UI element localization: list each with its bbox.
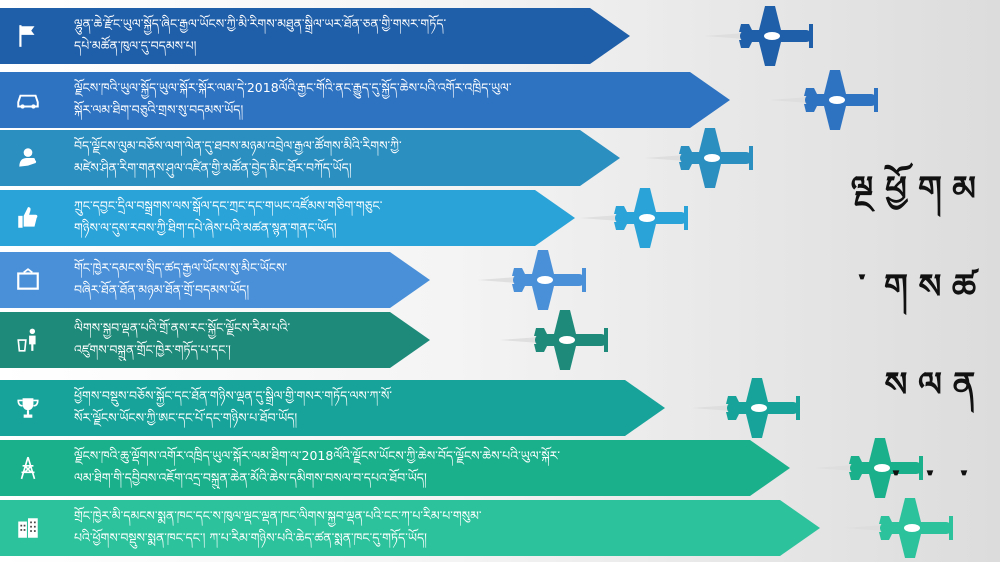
title-line-4: ལྔ་ bbox=[851, 150, 891, 346]
achievement-text: ཀྲུང་དབྱང་དྲིལ་བསྒྲགས་ལས་སྒོལ་དང་ཀྲང་དང་… bbox=[74, 195, 535, 239]
flag-icon bbox=[14, 22, 42, 50]
banner-arrow-shape bbox=[0, 8, 630, 64]
banner-arrow-shape bbox=[0, 440, 790, 496]
achievement-text: ལྗོངས་ཁའི་ཡུལ་སྐྱོད་ཡུལ་སྐོར་སྐོར་ལམ་དེ་… bbox=[74, 77, 690, 121]
achievement-row: གོང་ཁྱེར་དམངས་སྲིད་ཚད་རྒྱལ་ཡོངས་སུ་མིང་ཡ… bbox=[0, 250, 1000, 310]
building-icon bbox=[14, 514, 42, 542]
achievement-banner: ཕྱོགས་བསྡུས་བཅོས་སྐྱོང་དང་ཐོན་གཉིས་ལྡན་ད… bbox=[0, 380, 665, 436]
airplane-icon bbox=[478, 250, 588, 310]
achievement-text: གྲོང་ཁྱེར་མི་དམངས་སྨན་ཁང་དང་ས་ཁུལ་ལྡང་ལྡ… bbox=[74, 505, 780, 549]
thumbs-up-icon bbox=[14, 204, 42, 232]
airplane-icon bbox=[705, 6, 815, 66]
achievement-row: ལྗོངས་ཁའི་ཆུ་ལྡོགས་འགོར་འཁྲིད་ཡུལ་སྐོར་ལ… bbox=[0, 438, 1000, 498]
banner-arrow-shape bbox=[0, 252, 430, 308]
achievement-row: ལྗོངས་ཁའི་ཡུལ་སྐྱོད་ཡུལ་སྐོར་སྐོར་ལམ་དེ་… bbox=[0, 70, 1000, 130]
frame-icon bbox=[14, 266, 42, 294]
achievement-text-line: ལྷུན་ཆེ་རྫོང་ཡུལ་སྐྱོད་ཞིང་རྒྱལ་ཡོངས་ཀྱི… bbox=[74, 16, 447, 31]
tower-icon bbox=[14, 454, 42, 482]
banner-arrow-shape bbox=[0, 380, 665, 436]
achievement-row: ལྷུན་ཆེ་རྫོང་ཡུལ་སྐྱོད་ཞིང་རྒྱལ་ཡོངས་ཀྱི… bbox=[0, 6, 1000, 66]
title-line-1: མཚན་ bbox=[953, 150, 993, 542]
achievement-text: ལྷུན་ཆེ་རྫོང་ཡུལ་སྐྱོད་ཞིང་རྒྱལ་ཡོངས་ཀྱི… bbox=[74, 13, 590, 57]
airplane-icon bbox=[770, 70, 880, 130]
achievement-text-line: འཛུགས་བསྐྲུན་གྲོང་ཁྱེར་གཏོད་པ་དང་། bbox=[74, 342, 231, 357]
achievement-banner: ལིགས་སྐྱབ་ལྡན་པའི་གྲོ་ནས་རང་སྐྱོང་ལྗོངས་… bbox=[0, 312, 430, 368]
banner-arrow-shape bbox=[0, 190, 575, 246]
banner-arrow-shape bbox=[0, 312, 430, 368]
airplane-icon bbox=[692, 378, 802, 438]
achievement-banner: ལྷུན་ཆེ་རྫོང་ཡུལ་སྐྱོད་ཞིང་རྒྱལ་ཡོངས་ཀྱི… bbox=[0, 8, 630, 64]
achievement-text-line: བོད་ལྗོངས་ལུམ་བཅོས་ལག་ལེན་དུ་ཐབས་མཉམ་འབྲ… bbox=[74, 138, 402, 153]
achievement-text-line: བཞིར་ཐོན་ཐོན་མཉམ་ཐོན་གྲོ་བདམས་ཡོད། bbox=[74, 282, 250, 297]
achievement-text-line: པའི་ཕྱོགས་བསྡུས་སྨན་ཁང་དང་། ཀ་པ་རིམ་གཉིས… bbox=[74, 530, 427, 545]
airplane-icon bbox=[645, 128, 755, 188]
achievement-banner: བོད་ལྗོངས་ལུམ་བཅོས་ལག་ལེན་དུ་ཐབས་མཉམ་འབྲ… bbox=[0, 130, 620, 186]
banner-arrow-shape bbox=[0, 500, 820, 556]
achievement-text-line: དཔེ་མཚོན་ཁུལ་དུ་བདམས་པ། bbox=[74, 38, 197, 53]
achievement-row: ལིགས་སྐྱབ་ལྡན་པའི་གྲོ་ནས་རང་སྐྱོང་ལྗོངས་… bbox=[0, 310, 1000, 370]
banner-arrow-shape bbox=[0, 130, 620, 186]
achievement-text-line: གོང་ཁྱེར་དམངས་སྲིད་ཚད་རྒྱལ་ཡོངས་སུ་མིང་ཡ… bbox=[74, 260, 288, 275]
achievement-banner: གྲོང་ཁྱེར་མི་དམངས་སྨན་ཁང་དང་ས་ཁུལ་ལྡང་ལྡ… bbox=[0, 500, 820, 556]
achievement-text: གོང་ཁྱེར་དམངས་སྲིད་ཚད་རྒྱལ་ཡོངས་སུ་མིང་ཡ… bbox=[74, 257, 390, 301]
achievement-row: ཕྱོགས་བསྡུས་བཅོས་སྐྱོང་དང་ཐོན་གཉིས་ལྡན་ད… bbox=[0, 378, 1000, 438]
trophy-icon bbox=[14, 394, 42, 422]
achievement-text-line: སྐོར་ལམ་ཐིག་བཅུའི་གྲས་སུ་བདམས་ཡོད། bbox=[74, 102, 244, 117]
achievement-banner: ལྗོངས་ཁའི་ཆུ་ལྡོགས་འགོར་འཁྲིད་ཡུལ་སྐོར་ལ… bbox=[0, 440, 790, 496]
airplane-icon bbox=[815, 438, 925, 498]
achievement-text-line: གཉིས་ལ་དུས་རབས་ཀྱི་ཐིག་དཔེ་ཞེས་པའི་མཚན་ས… bbox=[74, 220, 337, 235]
title-line-2: གསལ་ bbox=[919, 150, 959, 542]
achievement-text-line: ལམ་ཐིག་གི་དབྱིབས་འཇོག་འདྲ་བསྐྲུན་ཆེན་མོའ… bbox=[74, 470, 427, 485]
airplane-icon bbox=[580, 188, 690, 248]
title-line-3: ཕྱོགས་ bbox=[885, 150, 925, 542]
achievement-text: བོད་ལྗོངས་ལུམ་བཅོས་ལག་ལེན་དུ་ཐབས་མཉམ་འབྲ… bbox=[74, 135, 580, 179]
banner-arrow-shape bbox=[0, 72, 730, 128]
achievement-text: ལྗོངས་ཁའི་ཆུ་ལྡོགས་འགོར་འཁྲིད་ཡུལ་སྐོར་ལ… bbox=[74, 445, 750, 489]
airplane-icon bbox=[845, 498, 955, 558]
achievement-row: ཀྲུང་དབྱང་དྲིལ་བསྒྲགས་ལས་སྒོལ་དང་ཀྲང་དང་… bbox=[0, 188, 1000, 248]
achievement-text-line: ཕྱོགས་བསྡུས་བཅོས་སྐྱོང་དང་ཐོན་གཉིས་ལྡན་ད… bbox=[74, 388, 392, 403]
achievement-banner: ལྗོངས་ཁའི་ཡུལ་སྐྱོད་ཡུལ་སྐོར་སྐོར་ལམ་དེ་… bbox=[0, 72, 730, 128]
achievement-text: ལིགས་སྐྱབ་ལྡན་པའི་གྲོ་ནས་རང་སྐྱོང་ལྗོངས་… bbox=[74, 317, 390, 361]
achievement-text-line: སོར་ལྗོངས་ཡོངས་ཀྱི་ཨང་དང་པོ་དང་གཉིས་པ་ཐོ… bbox=[74, 410, 298, 425]
achievement-text-line: ཀྲུང་དབྱང་དྲིལ་བསྒྲགས་ལས་སྒོལ་དང་ཀྲང་དང་… bbox=[74, 198, 383, 213]
achievement-row: གྲོང་ཁྱེར་མི་དམངས་སྨན་ཁང་དང་ས་ཁུལ་ལྡང་ལྡ… bbox=[0, 498, 1000, 558]
hand-icon bbox=[14, 144, 42, 172]
vertical-title: མཚན་ གསལ་ ཕྱོགས་ ལྔ་ bbox=[851, 150, 993, 542]
achievement-banner: ཀྲུང་དབྱང་དྲིལ་བསྒྲགས་ལས་སྒོལ་དང་ཀྲང་དང་… bbox=[0, 190, 575, 246]
achievement-row: བོད་ལྗོངས་ལུམ་བཅོས་ལག་ལེན་དུ་ཐབས་མཉམ་འབྲ… bbox=[0, 128, 1000, 188]
recycle-person-icon bbox=[14, 326, 42, 354]
achievement-text-line: མཛེས་ཤིན་རིག་གནས་ཤུལ་འཛིན་གྱི་མཚོན་བྱེད་… bbox=[74, 160, 352, 175]
airplane-icon bbox=[500, 310, 610, 370]
achievement-text: ཕྱོགས་བསྡུས་བཅོས་སྐྱོང་དང་ཐོན་གཉིས་ལྡན་ད… bbox=[74, 385, 625, 429]
achievement-text-line: ལྗོངས་ཁའི་ཡུལ་སྐྱོད་ཡུལ་སྐོར་སྐོར་ལམ་དེ་… bbox=[74, 80, 512, 95]
achievement-text-line: ལྗོངས་ཁའི་ཆུ་ལྡོགས་འགོར་འཁྲིད་ཡུལ་སྐོར་ལ… bbox=[74, 448, 561, 463]
achievement-banner: གོང་ཁྱེར་དམངས་སྲིད་ཚད་རྒྱལ་ཡོངས་སུ་མིང་ཡ… bbox=[0, 252, 430, 308]
achievement-text-line: གྲོང་ཁྱེར་མི་དམངས་སྨན་ཁང་དང་ས་ཁུལ་ལྡང་ལྡ… bbox=[74, 508, 482, 523]
achievement-text-line: ལིགས་སྐྱབ་ལྡན་པའི་གྲོ་ནས་རང་སྐྱོང་ལྗོངས་… bbox=[74, 320, 291, 335]
car-icon bbox=[14, 86, 42, 114]
